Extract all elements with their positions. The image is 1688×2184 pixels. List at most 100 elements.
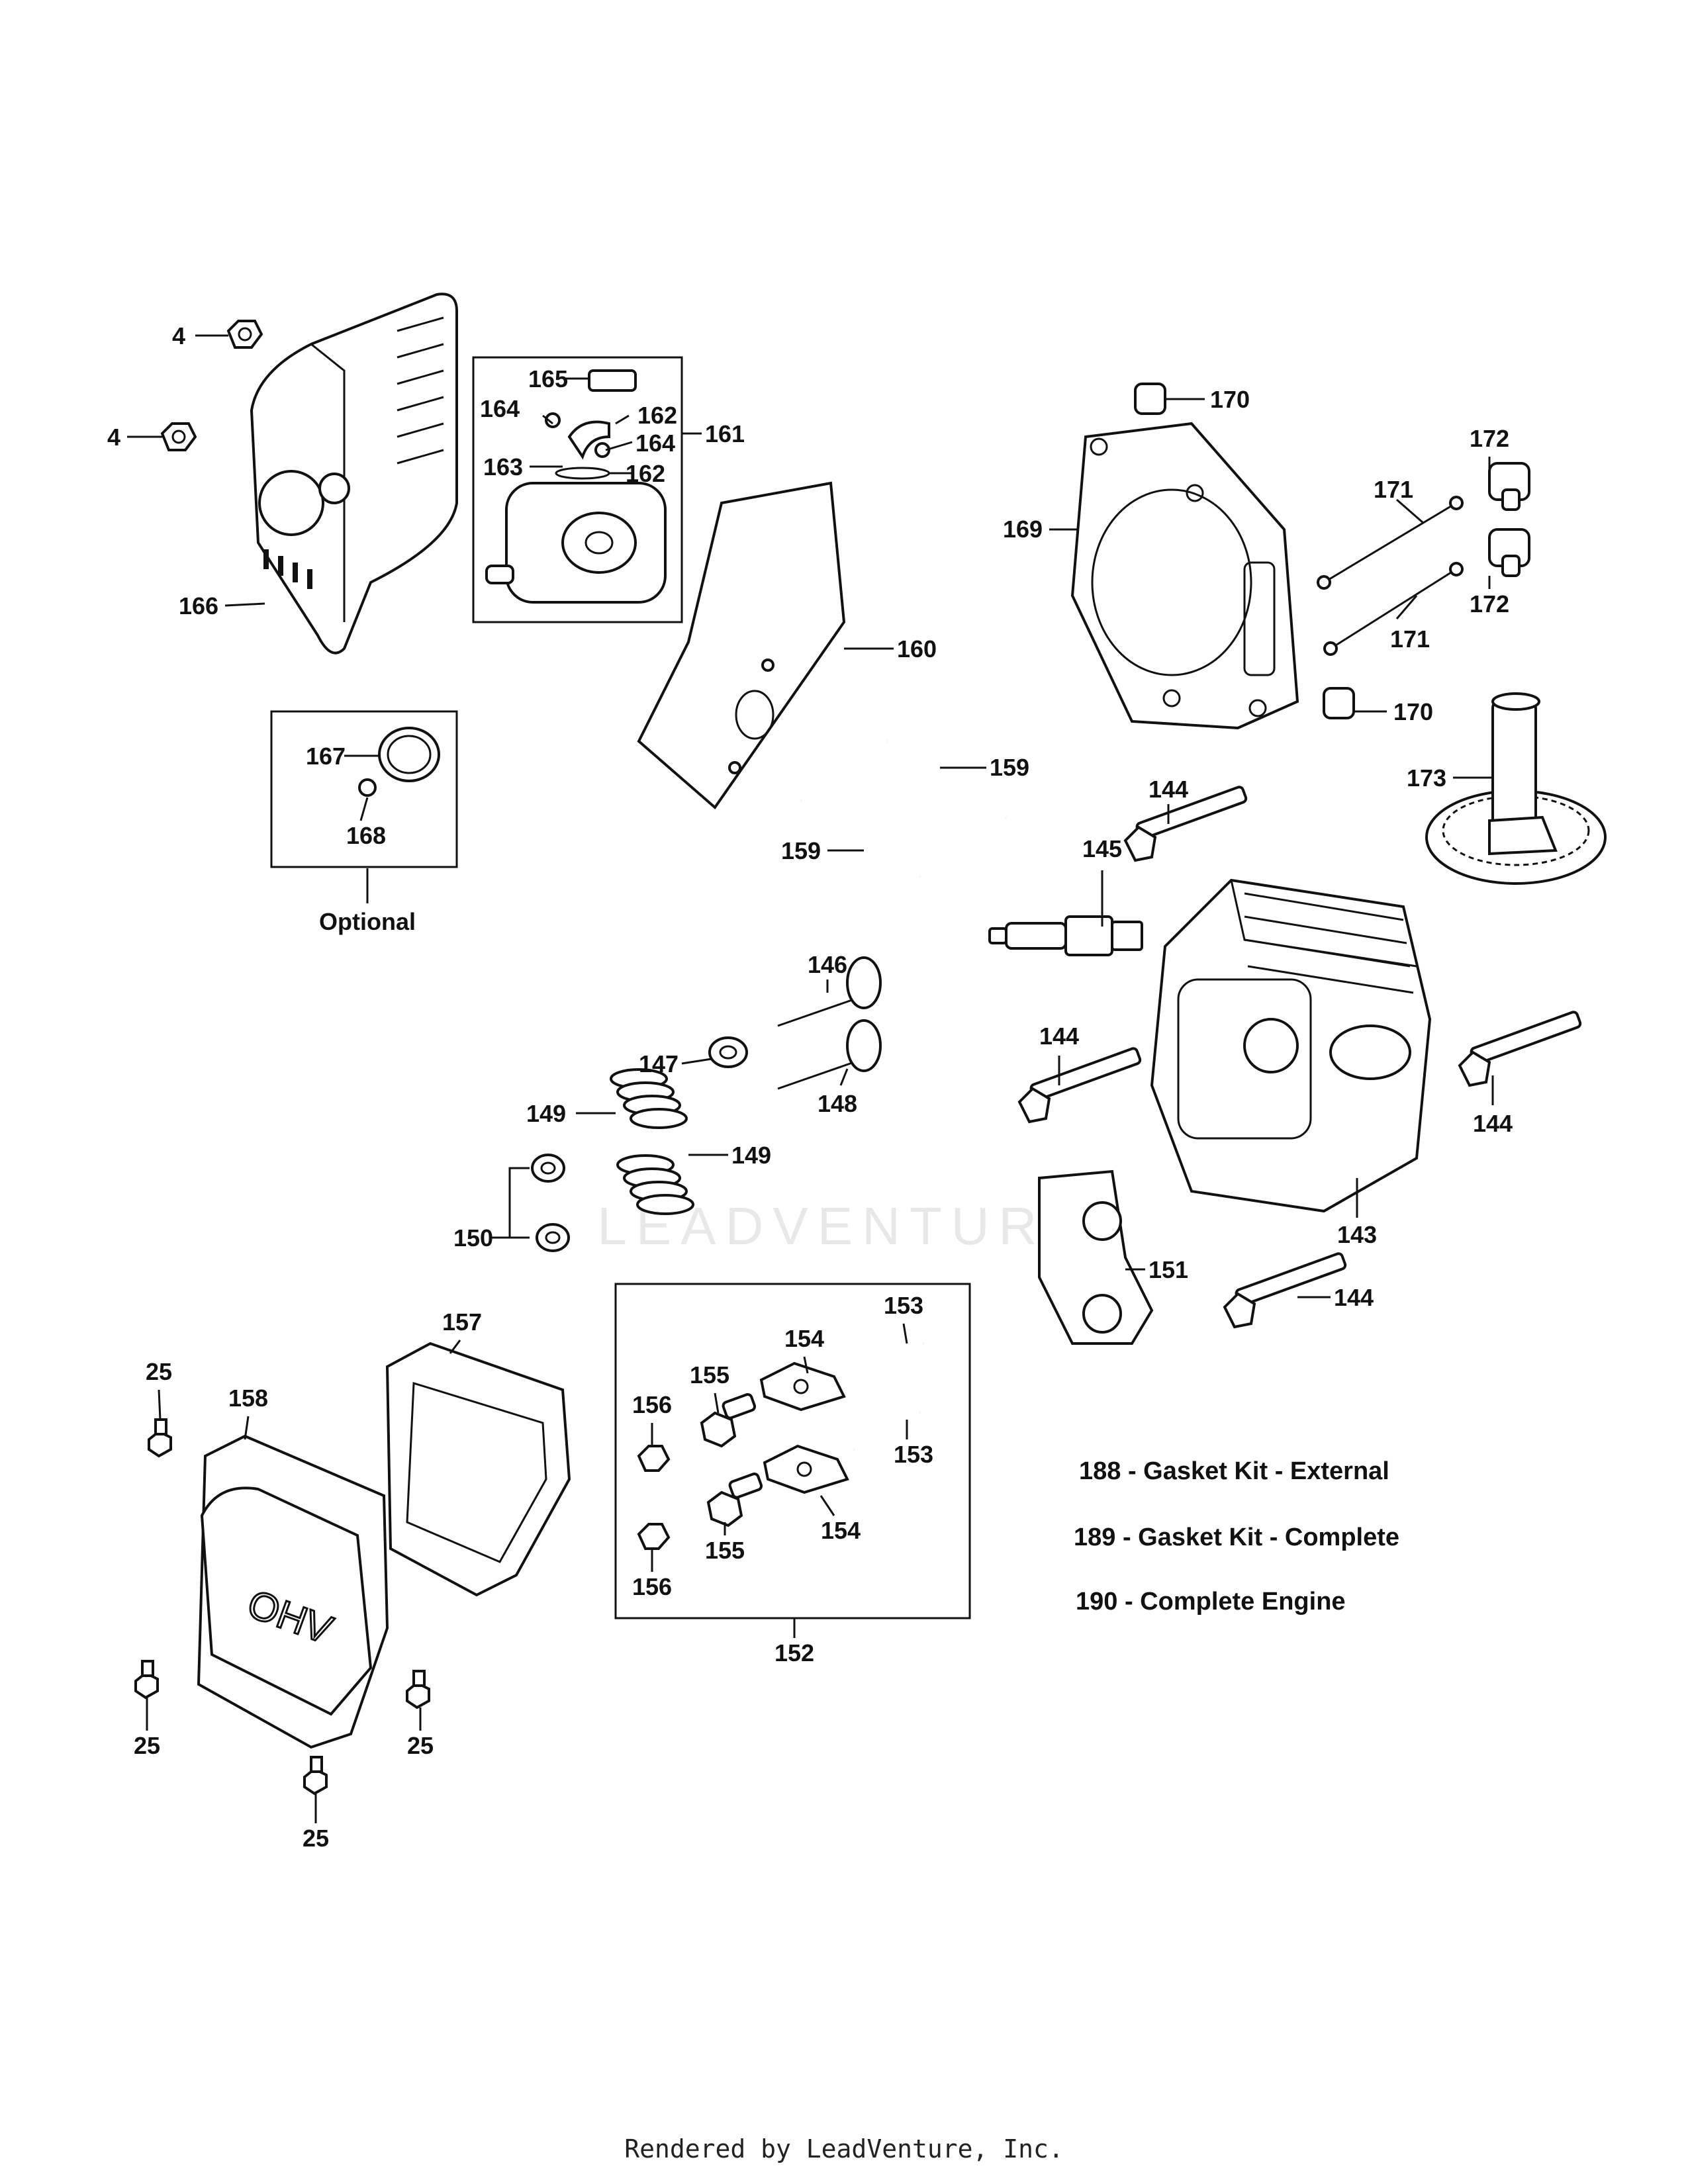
callout-172: 172 [1470, 425, 1509, 452]
callout-151: 151 [1149, 1256, 1188, 1283]
pivot-bolt [700, 1393, 757, 1448]
head-bolt [1123, 786, 1248, 862]
callout-160: 160 [897, 635, 937, 662]
callout-4: 4 [172, 322, 185, 349]
dowel-pin [1323, 687, 1355, 719]
push-rod [1323, 562, 1464, 656]
exhaust-gasket [1038, 1169, 1154, 1345]
spring-retainer [536, 1223, 570, 1252]
callout-143: 143 [1337, 1221, 1377, 1248]
callout-173: 173 [1407, 764, 1446, 792]
kit-notes: 188 - Gasket Kit - External 189 - Gasket… [1074, 1457, 1399, 1615]
callout-164: 164 [635, 430, 675, 457]
callout-172: 172 [1470, 590, 1509, 617]
callout-152: 152 [774, 1639, 814, 1666]
callout-155: 155 [705, 1537, 745, 1564]
callout-170: 170 [1393, 698, 1433, 725]
push-rod [1317, 496, 1464, 590]
rocker-arm [759, 1361, 846, 1412]
head-bolt [1017, 1047, 1142, 1124]
callout-145: 145 [1082, 835, 1122, 862]
intake-valve [777, 1019, 882, 1090]
head-bolt [1223, 1252, 1347, 1329]
rocker-kit-box [614, 1283, 971, 1619]
muffler [485, 482, 667, 604]
rocker-stud [853, 1410, 921, 1452]
cylinder-head [1150, 878, 1432, 1213]
callout-144: 144 [1473, 1110, 1513, 1137]
callout-163: 163 [483, 453, 523, 480]
callout-labels: 4 4 166 165 164 162 161 163 164 162 170 … [107, 322, 1513, 1852]
rocker-stud [839, 1341, 925, 1389]
callout-158: 158 [228, 1385, 268, 1412]
cover-screw [406, 1670, 430, 1709]
callout-166: 166 [179, 592, 218, 619]
valve-tappet [1488, 462, 1530, 511]
muffler-guard [250, 293, 458, 655]
valve-cover: OHV [197, 1434, 389, 1749]
callout-144: 144 [1334, 1284, 1374, 1311]
callout-149: 149 [731, 1142, 771, 1169]
cover-screw [148, 1418, 172, 1458]
valve-cover-gasket [385, 1342, 571, 1597]
head-stud [800, 799, 921, 879]
rocker-arm [763, 1444, 849, 1494]
callout-155: 155 [690, 1361, 729, 1388]
callout-167: 167 [306, 743, 346, 770]
callout-153: 153 [894, 1441, 933, 1468]
callout-146: 146 [808, 951, 847, 978]
callout-25: 25 [134, 1732, 160, 1759]
callout-156: 156 [632, 1573, 672, 1600]
spark-arrestor-screen [378, 727, 440, 782]
valve-spring [610, 1068, 688, 1129]
callout-162: 162 [637, 402, 677, 429]
callout-154: 154 [821, 1517, 861, 1544]
callout-4: 4 [107, 424, 120, 451]
screen-screw [358, 778, 377, 797]
spark-plug [988, 915, 1143, 956]
cover-screw [134, 1660, 159, 1700]
callout-171: 171 [1390, 625, 1430, 653]
callout-25: 25 [303, 1825, 329, 1852]
dowel-pin [1134, 383, 1166, 415]
head-stud [886, 739, 1008, 819]
note-complete-engine: 190 - Complete Engine [1076, 1588, 1346, 1615]
head-gasket [1070, 422, 1299, 730]
spring-retainer [531, 1154, 565, 1183]
exhaust-valve [777, 956, 882, 1027]
valve-spring [616, 1154, 694, 1215]
note-gasket-kit-complete: 189 - Gasket Kit - Complete [1074, 1524, 1399, 1551]
callout-161: 161 [705, 420, 745, 447]
note-gasket-kit-external: 188 - Gasket Kit - External [1079, 1457, 1389, 1485]
leader-lines [127, 334, 1494, 1823]
callout-164: 164 [480, 395, 520, 422]
jam-nut [637, 1523, 671, 1550]
callout-156: 156 [632, 1391, 672, 1418]
callout-148: 148 [818, 1090, 857, 1117]
muffler-kit-box [472, 356, 683, 623]
callout-162: 162 [626, 460, 665, 487]
callout-144: 144 [1149, 776, 1188, 803]
callout-25: 25 [146, 1358, 172, 1385]
callout-25: 25 [407, 1732, 434, 1759]
optional-parts-box [270, 710, 458, 868]
callout-171: 171 [1374, 476, 1413, 503]
pivot-bolt [706, 1473, 763, 1527]
muffler-hardware [545, 369, 637, 480]
callout-168: 168 [346, 822, 386, 849]
flange-nut [160, 422, 197, 451]
heat-shield [637, 481, 846, 809]
jam-nut [637, 1445, 671, 1472]
camshaft-gear [1425, 692, 1607, 885]
optional-label: Optional [319, 908, 416, 935]
callout-165: 165 [528, 365, 568, 392]
footer-credit: Rendered by LeadVenture, Inc. [624, 2134, 1064, 2163]
callout-169: 169 [1003, 516, 1043, 543]
callout-157: 157 [442, 1308, 482, 1336]
callout-153: 153 [884, 1292, 923, 1319]
callout-159: 159 [990, 754, 1029, 781]
flange-nut [226, 320, 263, 349]
valve-tappet [1488, 528, 1530, 577]
callout-149: 149 [526, 1100, 566, 1127]
